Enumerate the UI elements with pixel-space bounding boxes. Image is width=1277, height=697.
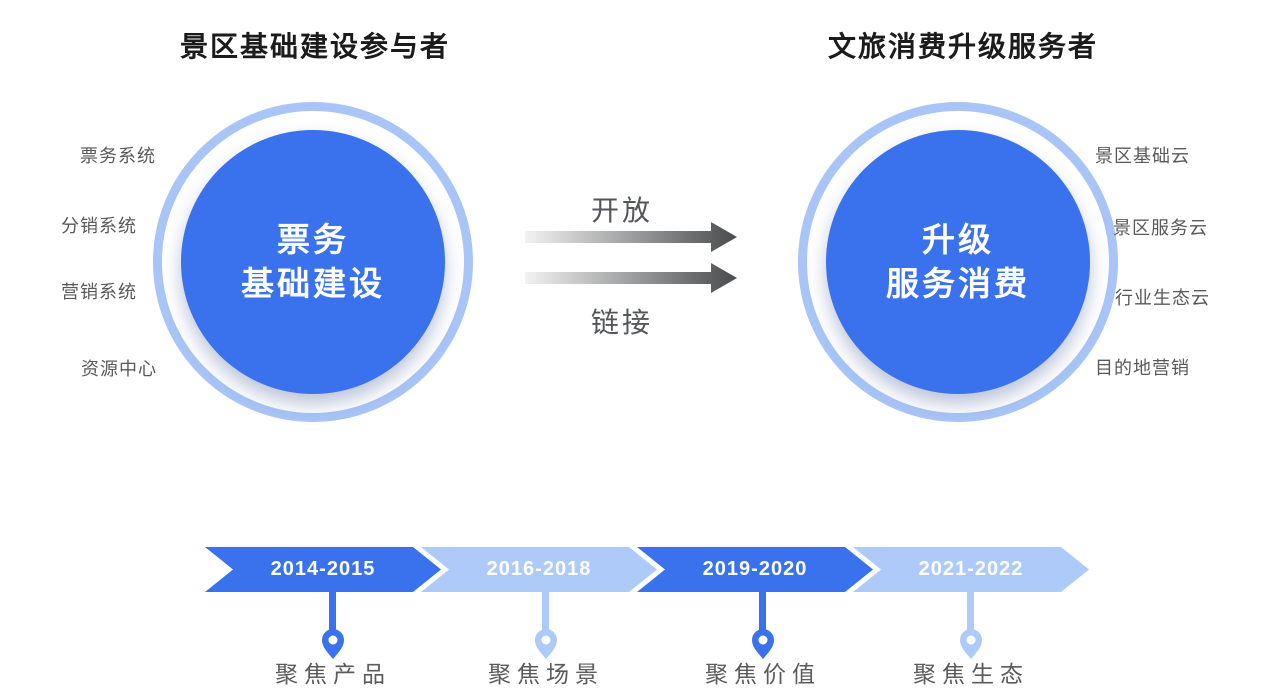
left-circle-line2: 基础建设 bbox=[241, 265, 385, 302]
right-satellite-label: 目的地营销 bbox=[1095, 358, 1190, 378]
left-satellite-label: 资源中心 bbox=[81, 359, 157, 379]
left-satellite-label: 分销系统 bbox=[61, 216, 137, 236]
timeline-stem bbox=[967, 590, 974, 632]
connector-bottom-label: 链接 bbox=[590, 307, 653, 338]
timeline-focus-label: 聚焦场景 bbox=[488, 661, 604, 687]
timeline-stem bbox=[329, 590, 336, 632]
timeline-focus-label: 聚焦产品 bbox=[275, 661, 391, 687]
right-circle: 升级 服务消费 bbox=[826, 130, 1090, 394]
timeline-stem bbox=[542, 590, 549, 632]
timeline-focus-label: 聚焦生态 bbox=[913, 661, 1029, 687]
left-group-title: 景区基础建设参与者 bbox=[179, 31, 450, 62]
timeline-segment: 2016-2018 bbox=[421, 547, 657, 592]
timeline-stem bbox=[759, 590, 766, 632]
gradient-arrow-icon bbox=[525, 222, 737, 252]
map-pin-icon bbox=[960, 629, 982, 659]
left-satellite-label: 票务系统 bbox=[80, 146, 156, 166]
map-pin-icon bbox=[535, 629, 557, 659]
right-circle-line2: 服务消费 bbox=[886, 265, 1030, 302]
left-circle: 票务 基础建设 bbox=[181, 130, 445, 394]
right-circle-line1: 升级 bbox=[922, 221, 994, 258]
gradient-arrow-icon bbox=[525, 263, 737, 293]
right-satellite-label: 景区服务云 bbox=[1113, 218, 1208, 238]
right-group-title: 文旅消费升级服务者 bbox=[827, 31, 1098, 62]
right-satellite-label: 行业生态云 bbox=[1115, 288, 1210, 308]
map-pin-icon bbox=[322, 629, 344, 659]
left-circle-line1: 票务 bbox=[277, 221, 349, 258]
timeline-focus-label: 聚焦价值 bbox=[705, 661, 821, 687]
timeline-segment: 2014-2015 bbox=[205, 547, 441, 592]
timeline-segment: 2019-2020 bbox=[637, 547, 873, 592]
map-pin-icon bbox=[752, 629, 774, 659]
connector-top-label: 开放 bbox=[590, 195, 653, 226]
left-satellite-label: 营销系统 bbox=[61, 282, 137, 302]
timeline-segment: 2021-2022 bbox=[853, 547, 1089, 592]
right-satellite-label: 景区基础云 bbox=[1095, 146, 1190, 166]
